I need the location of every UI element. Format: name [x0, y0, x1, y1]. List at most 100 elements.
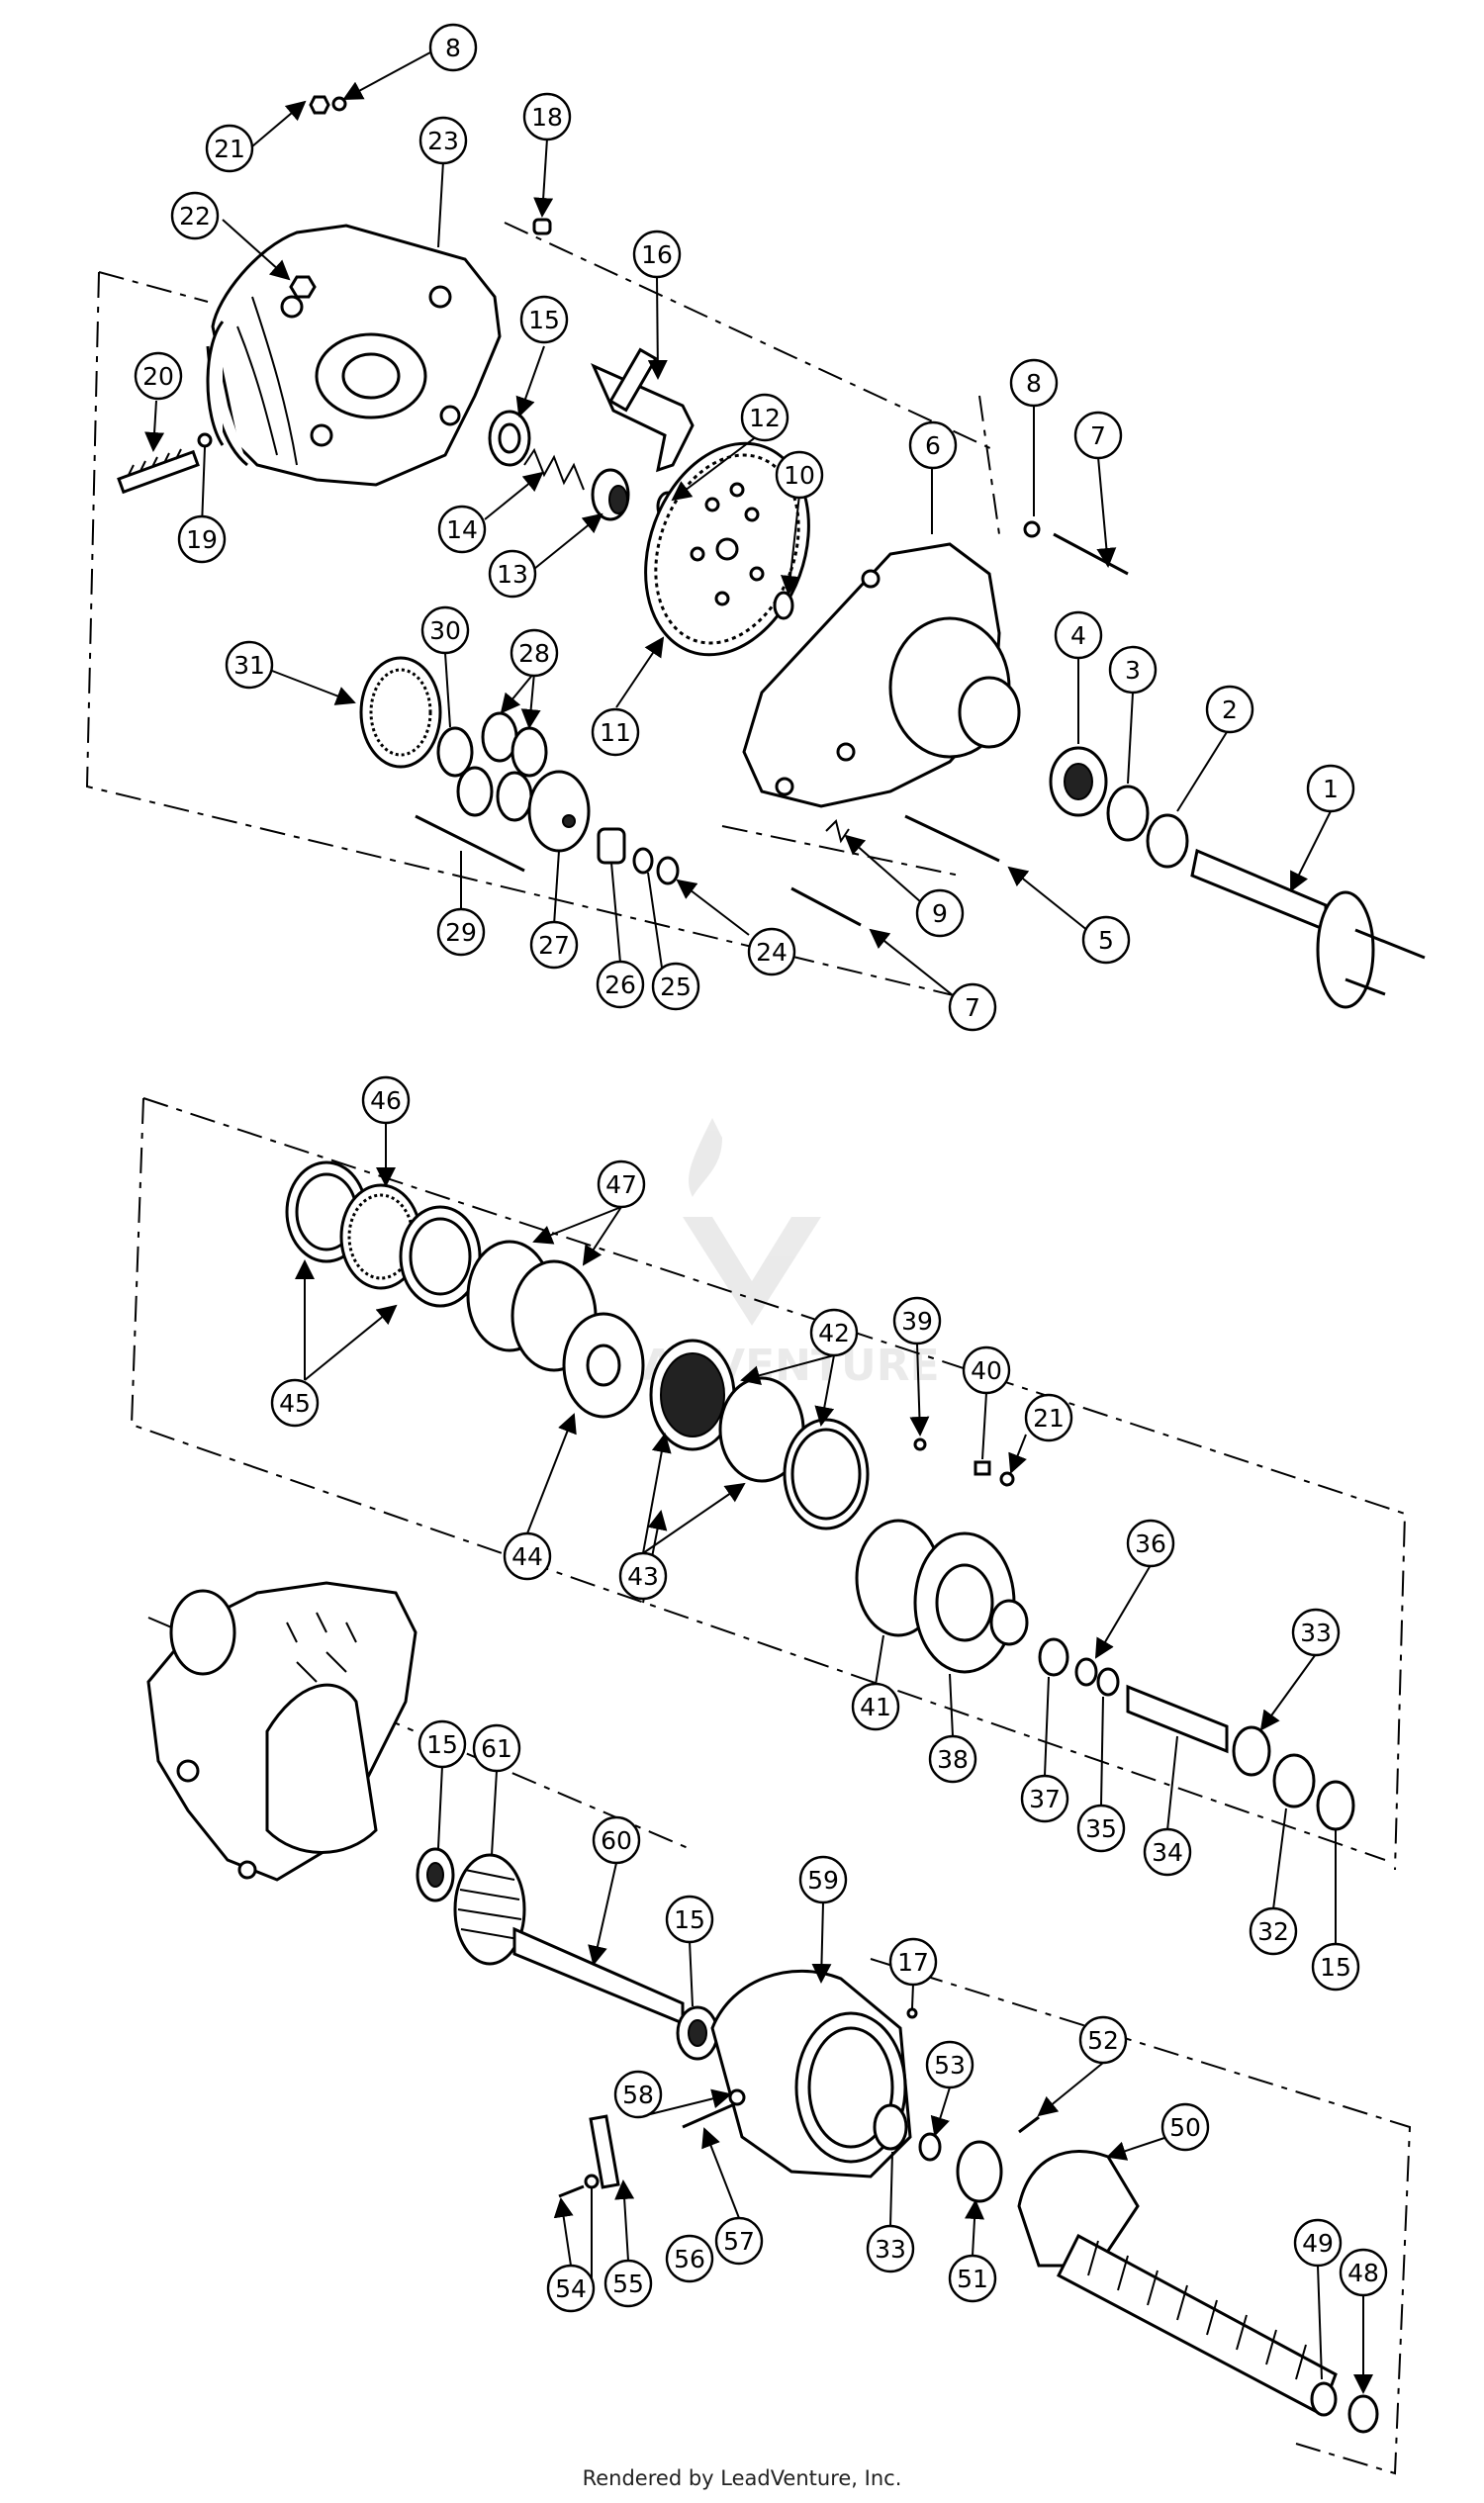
- bearing-15-mid: [1316, 1780, 1355, 1831]
- callout-6: 6: [908, 420, 958, 470]
- callout-17: 17: [888, 1937, 938, 1987]
- washer-25: [632, 847, 654, 875]
- callout-33-mid: 33: [1291, 1608, 1341, 1657]
- callout-56: 56: [665, 2234, 714, 2283]
- svg-text:34: 34: [1152, 1838, 1183, 1867]
- svg-text:21: 21: [214, 135, 245, 163]
- svg-text:17: 17: [897, 1948, 929, 1977]
- seal-3: [1106, 785, 1150, 842]
- callout-4: 4: [1054, 610, 1103, 660]
- sleeve-32: [1272, 1753, 1316, 1808]
- callout-47: 47: [597, 1159, 646, 1209]
- ring-gear-31: [359, 656, 442, 769]
- footer-credit: Rendered by LeadVenture, Inc.: [582, 2466, 902, 2490]
- callout-61: 61: [472, 1723, 521, 1773]
- callout-22: 22: [170, 191, 220, 240]
- callout-50: 50: [1160, 2102, 1210, 2152]
- callout-5: 5: [1081, 915, 1131, 965]
- callout-42: 42: [809, 1308, 859, 1357]
- svg-text:13: 13: [497, 560, 528, 589]
- callout-15-top: 15: [519, 295, 569, 344]
- lever-16: [591, 347, 695, 473]
- pin-57: [682, 2103, 733, 2129]
- lever-56: [589, 2114, 620, 2189]
- callout-7-bottom: 7: [948, 982, 997, 1032]
- svg-text:42: 42: [818, 1319, 850, 1347]
- svg-text:6: 6: [925, 431, 941, 460]
- svg-text:14: 14: [446, 515, 478, 544]
- callout-1: 1: [1306, 764, 1355, 813]
- callout-31: 31: [225, 640, 274, 690]
- svg-text:3: 3: [1125, 656, 1141, 685]
- nut-21-mid: [999, 1471, 1015, 1487]
- svg-text:35: 35: [1085, 1814, 1117, 1843]
- callout-37: 37: [1020, 1774, 1069, 1823]
- washer-48: [1347, 2394, 1379, 2434]
- callout-9: 9: [915, 888, 965, 938]
- svg-text:53: 53: [934, 2051, 966, 2080]
- callout-8-right: 8: [1009, 358, 1059, 408]
- svg-text:15: 15: [426, 1730, 458, 1759]
- callout-11: 11: [591, 707, 640, 757]
- svg-text:31: 31: [233, 651, 265, 680]
- plate-51: [956, 2140, 1003, 2203]
- spring-14: [523, 447, 585, 491]
- snapring-2: [1146, 813, 1189, 869]
- svg-text:23: 23: [427, 127, 459, 155]
- svg-text:16: 16: [641, 240, 673, 269]
- middle-assembly: [285, 1160, 1355, 1831]
- svg-text:49: 49: [1302, 2229, 1334, 2258]
- callout-57: 57: [714, 2216, 764, 2266]
- washer-37: [1038, 1637, 1069, 1677]
- svg-text:8: 8: [1026, 369, 1042, 398]
- svg-text:21: 21: [1033, 1404, 1065, 1433]
- svg-text:45: 45: [279, 1389, 311, 1418]
- svg-text:7: 7: [965, 993, 980, 1022]
- housing-half-23: [206, 224, 502, 487]
- top-assembly: [117, 95, 1426, 1009]
- pin-39: [913, 1437, 927, 1451]
- bottom-assembly: [146, 1581, 1379, 2434]
- bearing-4: [1049, 746, 1108, 817]
- svg-text:18: 18: [531, 103, 563, 132]
- callout-15-bot-b: 15: [665, 1895, 714, 1944]
- nut-22: [289, 275, 317, 299]
- callout-24: 24: [747, 927, 796, 976]
- svg-text:48: 48: [1347, 2259, 1379, 2287]
- svg-text:33: 33: [1300, 1619, 1332, 1647]
- callout-2: 2: [1205, 685, 1254, 734]
- svg-text:41: 41: [860, 1693, 891, 1721]
- svg-text:24: 24: [756, 938, 788, 967]
- svg-text:51: 51: [957, 2265, 988, 2293]
- washer-35: [1096, 1667, 1120, 1697]
- screw-54: [558, 2184, 585, 2198]
- bolt-7-bottom: [790, 886, 862, 927]
- svg-text:26: 26: [604, 971, 636, 999]
- bearing-33-bot: [873, 2103, 908, 2151]
- svg-text:39: 39: [901, 1307, 933, 1336]
- svg-text:25: 25: [660, 973, 692, 1001]
- callout-55: 55: [603, 2259, 653, 2308]
- svg-text:15: 15: [1320, 1953, 1351, 1982]
- svg-text:27: 27: [538, 931, 570, 960]
- svg-text:57: 57: [723, 2227, 755, 2256]
- callout-40: 40: [962, 1345, 1011, 1395]
- washer-53: [918, 2132, 942, 2162]
- svg-text:56: 56: [674, 2245, 705, 2273]
- sleeve-26: [597, 827, 626, 865]
- washer-8-right: [1023, 520, 1041, 538]
- callout-21-top: 21: [205, 124, 254, 173]
- callout-58: 58: [613, 2070, 663, 2119]
- callout-3: 3: [1108, 645, 1158, 695]
- callouts: 1 2 3 4 5 6 7 7 8 8 9 10 11 12 13 14 15 …: [134, 23, 1388, 2313]
- assembly-outlines: [85, 222, 1412, 2475]
- callout-15-bot-a: 15: [417, 1719, 467, 1769]
- svg-text:60: 60: [601, 1826, 632, 1855]
- bolt-7-right: [1053, 532, 1129, 576]
- svg-text:50: 50: [1169, 2113, 1201, 2142]
- svg-text:11: 11: [600, 718, 631, 747]
- svg-text:22: 22: [179, 202, 211, 231]
- worm-50: [1017, 2149, 1338, 2417]
- callout-59: 59: [798, 1855, 848, 1904]
- callout-33-bot: 33: [866, 2224, 915, 2273]
